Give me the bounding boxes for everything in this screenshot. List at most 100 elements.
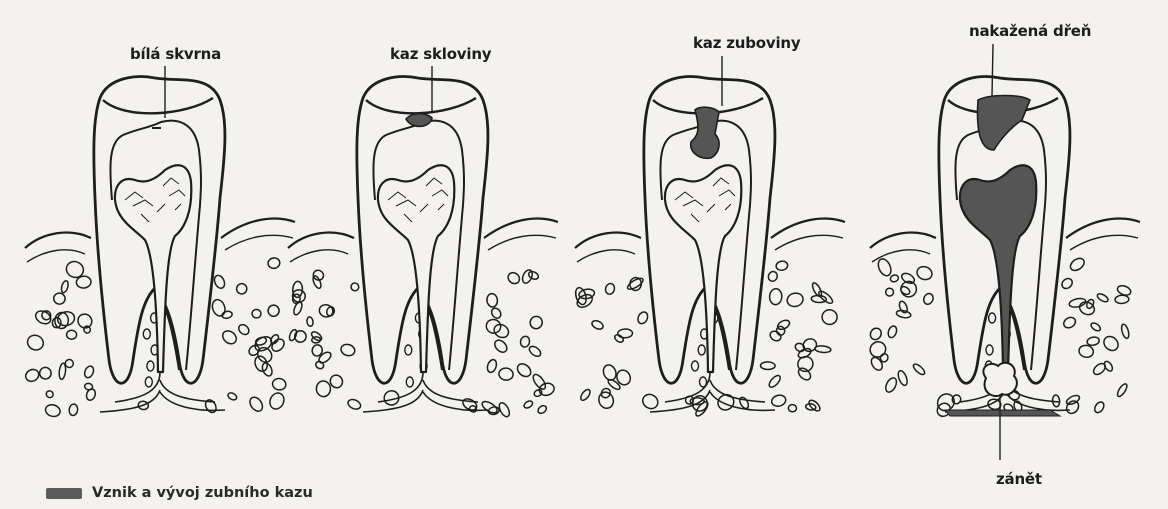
bone-particle	[490, 306, 503, 319]
bone-particle	[767, 374, 782, 389]
bone-particle	[306, 316, 313, 326]
bone-particle	[45, 390, 54, 399]
bone-particle	[220, 328, 239, 346]
bone-particle	[515, 361, 533, 379]
bone-particle	[1068, 256, 1086, 273]
label-white-spot: bílá skvrna	[130, 45, 221, 63]
bone-particle	[884, 287, 895, 298]
tooth-stage-4	[867, 77, 1140, 460]
bone-particle	[868, 326, 883, 342]
bone-particle	[147, 361, 154, 371]
bone-particle	[912, 362, 927, 376]
bone-particle	[767, 270, 779, 282]
bone-particle	[1120, 323, 1130, 339]
bone-particle	[235, 282, 248, 295]
bone-particle	[528, 314, 544, 330]
bone-particle	[58, 363, 66, 380]
bone-particle	[1060, 276, 1074, 290]
bone-particle	[636, 310, 649, 325]
bone-particle	[986, 345, 993, 355]
bone-particle	[346, 398, 362, 411]
bone-particle	[640, 392, 660, 412]
label-inflammation: zánět	[996, 470, 1042, 488]
bone-particle	[237, 323, 251, 337]
bone-particle	[1096, 292, 1109, 303]
bone-particle	[340, 343, 357, 358]
bone-particle	[531, 372, 548, 391]
bone-particle	[1062, 315, 1078, 330]
bone-particle	[267, 391, 286, 412]
inflammation-area	[945, 410, 1060, 416]
bone-particle	[519, 335, 530, 347]
bone-particle	[537, 404, 548, 415]
bone-particle	[311, 275, 322, 290]
bone-particle	[210, 298, 227, 318]
label-infected-pulp: nakažená dřeň	[969, 22, 1091, 40]
bone-particle	[251, 309, 261, 319]
bone-particle	[317, 350, 333, 365]
bone-particle	[267, 257, 281, 269]
bone-particle	[485, 318, 502, 335]
bone-particle	[68, 404, 78, 416]
bone-particle	[692, 361, 699, 371]
bone-particle	[597, 390, 616, 410]
bone-particle	[54, 312, 69, 329]
bone-particle	[867, 339, 889, 360]
bone-particle	[488, 406, 500, 415]
label-enamel-caries: kaz skloviny	[390, 45, 491, 63]
bone-particle	[1116, 383, 1129, 398]
bone-particle	[769, 288, 782, 304]
bone-particle	[922, 292, 935, 306]
bone-particle	[760, 362, 775, 370]
bone-particle	[591, 319, 605, 331]
bone-particle	[786, 292, 805, 308]
bone-particle	[253, 354, 269, 373]
tooth-stage-1	[24, 77, 295, 419]
caption-swatch	[46, 488, 82, 499]
bone-particle	[486, 358, 498, 373]
bone-particle	[579, 388, 592, 402]
bone-particle	[492, 338, 509, 355]
bone-particle	[1090, 321, 1102, 332]
bone-particle	[65, 359, 74, 368]
bone-particle	[272, 378, 287, 391]
bone-particle	[486, 293, 498, 308]
figure-caption: Vznik a vývoj zubního kazu	[46, 483, 313, 503]
bone-particle	[768, 329, 782, 343]
bone-particle	[869, 355, 884, 372]
label-pointers	[165, 44, 993, 118]
bone-particle	[915, 265, 934, 282]
bone-particle	[575, 292, 595, 310]
bone-particle	[887, 325, 898, 339]
bone-particle	[227, 392, 238, 402]
bone-particle	[38, 366, 52, 381]
tooth-stage-2	[288, 77, 558, 419]
bone-particle	[989, 313, 996, 323]
bone-particle	[527, 270, 539, 281]
bone-particle	[1116, 284, 1132, 297]
enamel-lesion	[406, 114, 432, 127]
bone-particle	[506, 270, 522, 286]
bone-particle	[528, 344, 543, 358]
bone-particle	[212, 274, 226, 290]
bone-particle	[788, 404, 797, 412]
bone-particle	[405, 345, 412, 355]
bone-particle	[145, 377, 152, 387]
bone-particle	[84, 382, 93, 390]
bone-particle	[269, 333, 280, 345]
bone-particle	[533, 389, 543, 398]
bone-particle	[1078, 344, 1095, 359]
bone-particle	[889, 274, 899, 283]
bone-particle	[247, 395, 265, 414]
bone-particle	[523, 399, 534, 409]
bone-particle	[76, 275, 92, 288]
bone-particle	[884, 376, 899, 394]
bone-particle	[267, 304, 280, 317]
bone-particle	[25, 333, 46, 353]
bone-particle	[775, 260, 788, 271]
bone-particle	[44, 403, 61, 418]
bone-particle	[821, 309, 838, 325]
caption-text: Vznik a vývoj zubního kazu	[92, 485, 313, 501]
label-dentin-caries: kaz zuboviny	[693, 34, 800, 52]
